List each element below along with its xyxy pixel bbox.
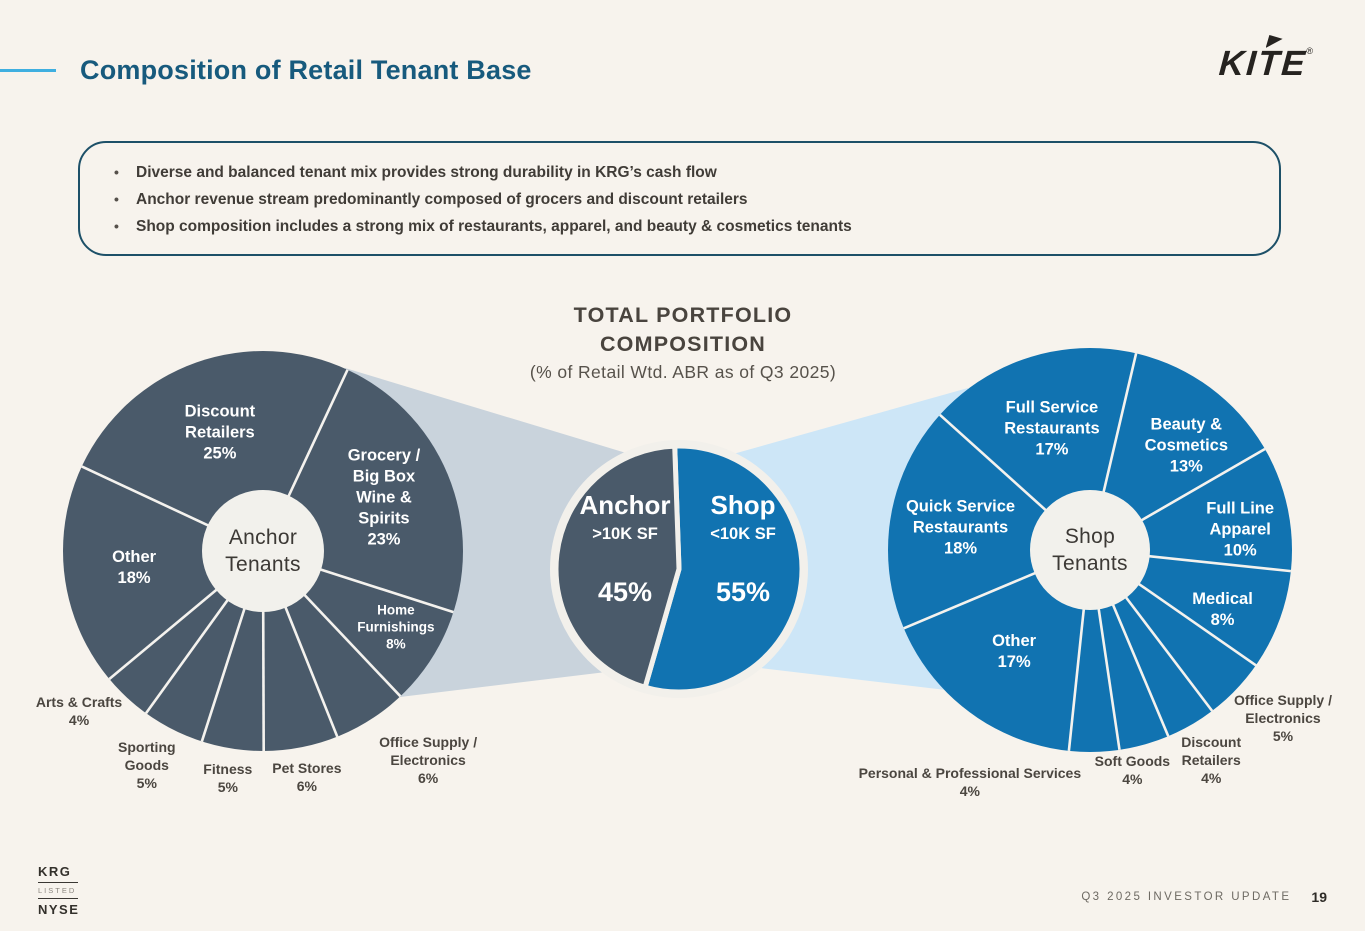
footer: Q3 2025 INVESTOR UPDATE 19: [1081, 889, 1327, 905]
registered-mark: ®: [1306, 46, 1313, 56]
anchor-percent: 45%: [597, 577, 653, 607]
chart-title: TOTAL PORTFOLIO COMPOSITION (% of Retail…: [530, 301, 836, 383]
nyse-listed-badge: KRG LISTED NYSE: [38, 864, 78, 917]
shop-tenants-pie: [888, 348, 1292, 752]
chart-title-line: TOTAL PORTFOLIO: [573, 303, 793, 327]
shop-label: Shop: [710, 490, 776, 520]
shop-sublabel: <10K SF: [710, 525, 776, 543]
page-title: Composition of Retail Tenant Base: [80, 55, 532, 85]
callout-bullet: Anchor revenue stream predominantly comp…: [114, 186, 1279, 213]
kite-logo: KITE®: [1217, 35, 1313, 84]
callout-bullet: Shop composition includes a strong mix o…: [114, 213, 1279, 240]
anchor-sublabel: >10K SF: [592, 525, 658, 543]
callout-bullet: Diverse and balanced tenant mix provides…: [114, 159, 1279, 186]
shop-slice: [642, 443, 805, 695]
ticker-symbol: KRG: [38, 864, 78, 883]
callout-bullet-list: Diverse and balanced tenant mix provides…: [80, 159, 1279, 240]
accent-line: [0, 69, 56, 72]
listed-label: LISTED: [38, 883, 78, 899]
anchor-slice: [553, 443, 682, 690]
callout-box: Diverse and balanced tenant mix provides…: [78, 141, 1281, 256]
total-composition-pie: [550, 440, 808, 698]
chart-subtitle: (% of Retail Wtd. ABR as of Q3 2025): [529, 362, 837, 382]
chart-title-line: COMPOSITION: [599, 332, 767, 356]
anchor-label: Anchor: [579, 490, 671, 520]
anchor-tenants-pie: [63, 351, 463, 752]
page-number: 19: [1311, 889, 1327, 905]
exchange-name: NYSE: [38, 902, 80, 917]
anchor-segment-label: Anchor >10K SF 45%: [580, 492, 671, 608]
shop-percent: 55%: [715, 577, 771, 607]
shop-segment-label: Shop <10K SF 55%: [710, 492, 776, 608]
footer-update-label: Q3 2025 INVESTOR UPDATE: [1081, 891, 1292, 903]
